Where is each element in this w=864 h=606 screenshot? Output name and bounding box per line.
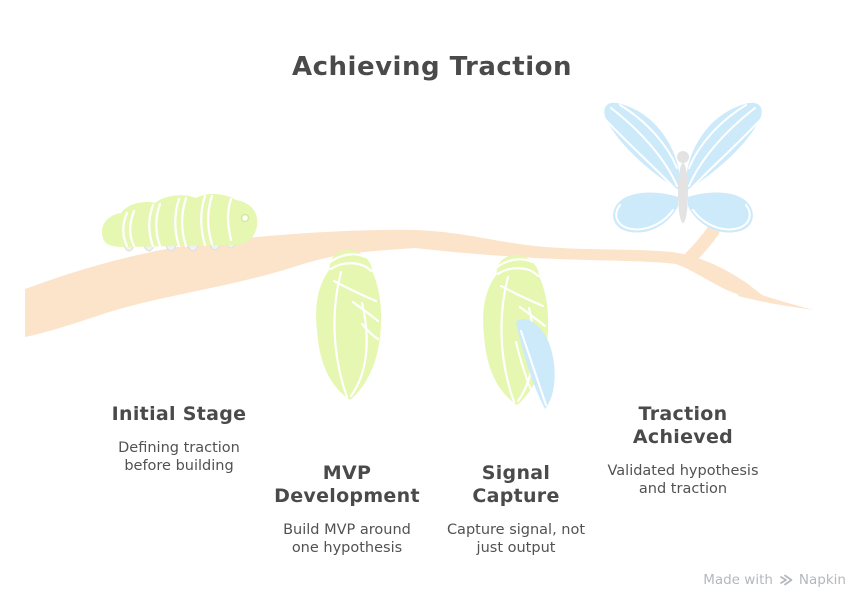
branch-twig xyxy=(683,224,720,265)
stage-heading: MVP Development xyxy=(274,462,420,507)
caterpillar-stripes xyxy=(122,194,233,248)
butterfly-wing-veins xyxy=(603,104,763,231)
watermark-brand: Napkin xyxy=(798,572,846,588)
stage-initial-stage: Initial Stage Defining traction before b… xyxy=(59,403,299,475)
stage-description: Build MVP around one hypothesis xyxy=(283,522,411,556)
branch-main xyxy=(25,229,768,337)
caterpillar-body xyxy=(101,194,258,247)
stage-heading: Signal Capture xyxy=(472,462,560,507)
stage-description: Validated hypothesis and traction xyxy=(607,463,759,497)
stage-heading: Initial Stage xyxy=(111,403,247,425)
chrysalis-emerging-icon xyxy=(482,253,555,409)
stage-description: Defining traction before building xyxy=(118,440,240,474)
chrysalis-ridge-lines xyxy=(327,253,380,399)
stage-mvp-development: MVP Development Build MVP around one hyp… xyxy=(247,462,447,557)
chrysalis-body xyxy=(316,249,382,400)
napkin-watermark[interactable]: Made with Napkin xyxy=(703,572,846,588)
watermark-prefix: Made with xyxy=(703,572,773,588)
chrysalis-icon xyxy=(316,249,382,400)
page-title: Achieving Traction xyxy=(292,52,572,82)
stage-traction-achieved: Traction Achieved Validated hypothesis a… xyxy=(563,403,803,498)
stage-signal-capture: Signal Capture Capture signal, not just … xyxy=(416,462,616,557)
napkin-logo-icon xyxy=(780,574,793,586)
butterfly-wings xyxy=(604,102,762,233)
butterfly-icon xyxy=(603,102,763,233)
caterpillar-eye xyxy=(240,213,250,223)
butterfly-body xyxy=(677,151,689,223)
emerging-wing xyxy=(516,318,555,409)
branch-tail xyxy=(738,288,814,310)
emerging-wing-veins xyxy=(515,330,547,408)
branch-graphic xyxy=(25,224,814,337)
stage-description: Capture signal, not just output xyxy=(446,522,586,556)
caterpillar-icon xyxy=(101,194,258,252)
stage-heading: Traction Achieved xyxy=(632,403,734,448)
